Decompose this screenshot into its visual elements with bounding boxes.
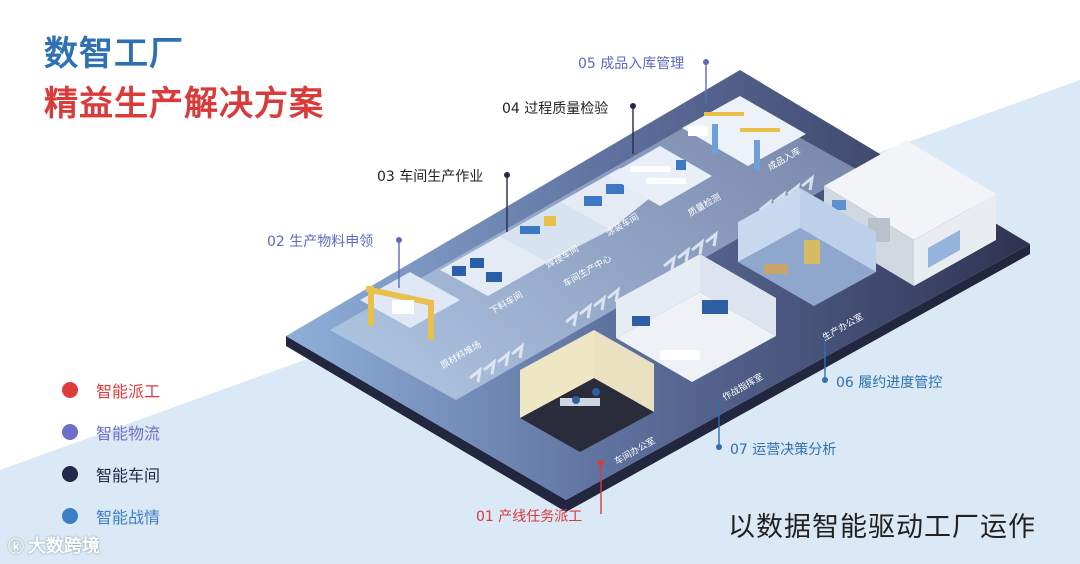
callout-01: 01 产线任务派工 [476, 506, 582, 526]
callout-02: 02 生产物料申领 [267, 231, 373, 251]
legend-dot-icon [62, 508, 78, 524]
callout-06: 06 履约进度管控 [836, 372, 942, 392]
callout-04: 04 过程质量检验 [502, 98, 608, 118]
legend-label: 智能物流 [96, 420, 160, 444]
legend-item-workshop: 智能车间 [62, 464, 160, 484]
title-line1: 数智工厂 [44, 26, 184, 75]
legend-item-dispatch: 智能派工 [62, 380, 160, 400]
legend-dot-icon [62, 382, 78, 398]
watermark: ⓚ 大数跨境 [8, 532, 100, 558]
legend-label: 智能派工 [96, 378, 160, 402]
tagline: 以数据智能驱动工厂运作 [728, 505, 1036, 544]
watermark-logo-icon: ⓚ [8, 533, 24, 557]
title-line2: 精益生产解决方案 [44, 76, 324, 125]
legend-item-dashboard: 智能战情 [62, 506, 160, 526]
legend-label: 智能车间 [96, 462, 160, 486]
callout-07: 07 运营决策分析 [730, 439, 836, 459]
legend-dot-icon [62, 466, 78, 482]
callout-05: 05 成品入库管理 [578, 53, 684, 73]
legend-label: 智能战情 [96, 504, 160, 528]
watermark-text: 大数跨境 [28, 532, 100, 558]
legend-item-logistics: 智能物流 [62, 422, 160, 442]
legend: 智能派工 智能物流 智能车间 智能战情 [62, 380, 160, 548]
legend-dot-icon [62, 424, 78, 440]
callout-03: 03 车间生产作业 [377, 166, 483, 186]
